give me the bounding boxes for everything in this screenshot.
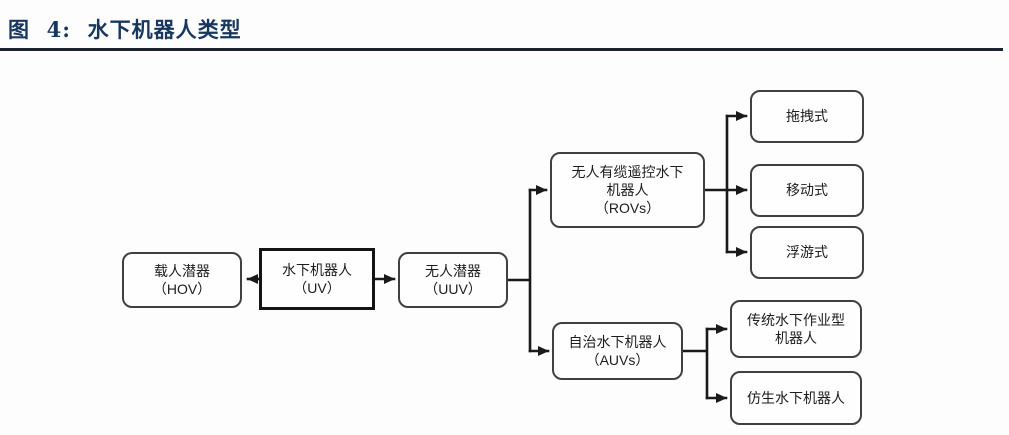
node-traditional-line1: 传统水下作业型 [747,311,845,328]
node-rov-line3: （ROVs） [594,200,661,217]
node-traditional-line2: 机器人 [775,330,817,346]
node-hov-line1: 载人潜器 [154,262,210,279]
edge-rov-trunk [703,114,729,254]
node-uuv-line2: （UUV） [424,281,482,297]
node-towed: 拖拽式 [750,90,864,143]
title-underline [0,48,1003,51]
figure-title: 图 4: 水下机器人类型 [8,17,242,42]
node-rov: 无人有缆遥控水下 机器人 （ROVs） [550,152,705,228]
node-towed-line1: 拖拽式 [786,108,828,125]
node-auv-line1: 自治水下机器人 [568,333,667,350]
node-floating-line1: 浮游式 [786,244,828,261]
node-traditional: 传统水下作业型 机器人 [730,300,862,358]
node-uuv: 无人潜器 （UUV） [398,252,508,308]
node-mobile-line1: 移动式 [786,182,828,199]
node-hov: 载人潜器 （HOV） [122,252,242,308]
node-mobile: 移动式 [750,164,864,217]
edge-auv-trunk [681,327,709,400]
node-uv-line1: 水下机器人 [282,261,352,278]
node-auv-line2: （AUVs） [585,352,650,368]
node-hov-line2: （HOV） [152,281,212,297]
node-uuv-line1: 无人潜器 [425,262,481,279]
node-uv-line2: （UV） [293,280,341,296]
node-bionic-line1: 仿生水下机器人 [747,389,845,406]
node-uv-root: 水下机器人 （UV） [259,248,375,310]
node-rov-line1: 无人有缆遥控水下 [571,163,684,180]
node-auv: 自治水下机器人 （AUVs） [552,322,683,380]
node-floating: 浮游式 [750,226,864,279]
edge-uuv-trunk [506,188,532,353]
node-bionic: 仿生水下机器人 [730,371,862,425]
node-rov-line2: 机器人 [606,181,649,198]
